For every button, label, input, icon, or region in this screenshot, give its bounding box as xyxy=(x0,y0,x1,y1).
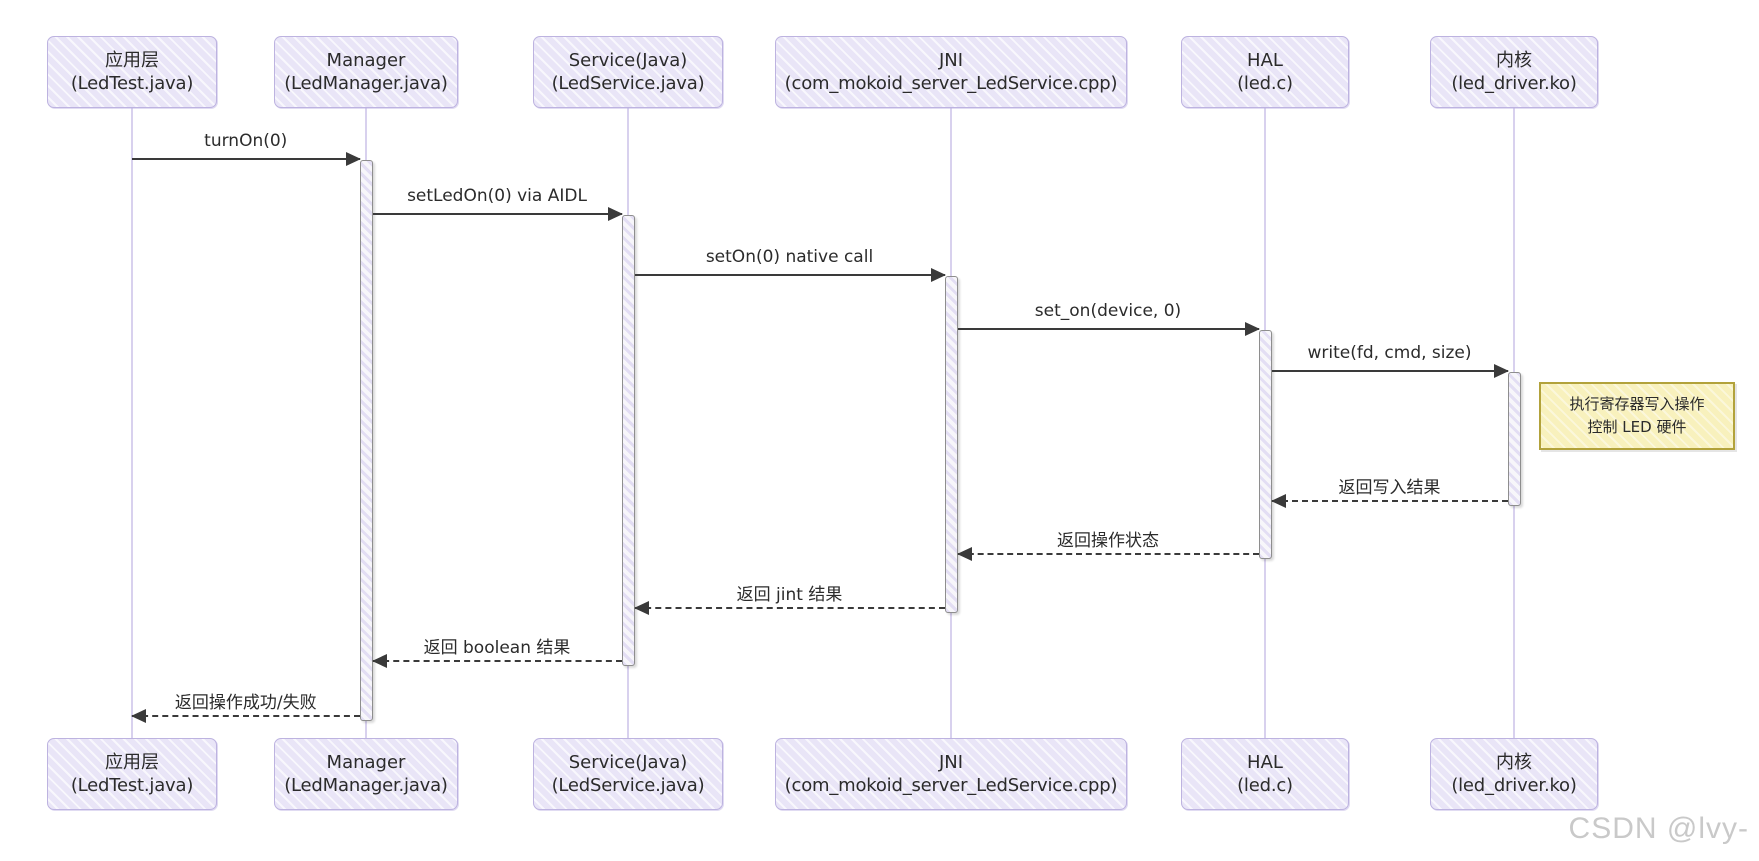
participant-file: (LedManager.java) xyxy=(284,775,448,796)
participant-name: Service(Java) xyxy=(568,752,688,773)
participant-name: 应用层 xyxy=(105,50,159,71)
participant-name: JNI xyxy=(938,752,964,773)
activation-manager xyxy=(359,160,373,721)
message-arrowhead-8 xyxy=(633,601,649,615)
message-arrowhead-10 xyxy=(131,709,146,723)
activation-hal xyxy=(1258,330,1272,559)
lifeline-app xyxy=(131,108,133,738)
participant-kernel-top-box: 内核(led_driver.ko) xyxy=(1430,36,1598,108)
participant-jni-top-box: JNI(com_mokoid_server_LedService.cpp) xyxy=(775,36,1127,108)
participant-name: HAL xyxy=(1247,752,1283,773)
message-arrow-1 xyxy=(132,158,360,160)
participant-file: (LedService.java) xyxy=(551,73,705,94)
message-arrow-6 xyxy=(1271,500,1508,502)
message-label-1: turnOn(0) xyxy=(204,131,288,151)
message-label-2: setLedOn(0) via AIDL xyxy=(407,186,587,206)
participant-name: Manager xyxy=(326,50,406,71)
message-arrowhead-9 xyxy=(371,654,387,668)
message-arrowhead-5 xyxy=(1493,364,1509,378)
activation-service xyxy=(621,215,635,666)
participant-hal-bottom-box: HAL(led.c) xyxy=(1181,738,1349,810)
participant-name: Manager xyxy=(326,752,406,773)
message-arrowhead-2 xyxy=(607,207,623,221)
participant-name: Service(Java) xyxy=(568,50,688,71)
message-arrowhead-6 xyxy=(1270,494,1286,508)
message-label-3: setOn(0) native call xyxy=(705,247,874,267)
participant-file: (LedTest.java) xyxy=(70,775,194,796)
activation-kernel xyxy=(1507,372,1521,506)
message-arrow-10 xyxy=(132,715,360,717)
participant-file: (led_driver.ko) xyxy=(1451,775,1577,796)
participant-name: 内核 xyxy=(1496,752,1532,773)
participant-name: HAL xyxy=(1247,50,1283,71)
participant-file: (LedManager.java) xyxy=(284,73,448,94)
message-label-7: 返回操作状态 xyxy=(1057,531,1159,551)
message-arrow-5 xyxy=(1271,370,1508,372)
participant-hal-top-box: HAL(led.c) xyxy=(1181,36,1349,108)
participant-name: 内核 xyxy=(1496,50,1532,71)
participant-name: 应用层 xyxy=(105,752,159,773)
message-arrow-7 xyxy=(957,553,1259,555)
participant-jni-bottom-box: JNI(com_mokoid_server_LedService.cpp) xyxy=(775,738,1127,810)
message-label-9: 返回 boolean 结果 xyxy=(423,638,571,658)
participant-service-top-box: Service(Java)(LedService.java) xyxy=(533,36,723,108)
participant-service-bottom-box: Service(Java)(LedService.java) xyxy=(533,738,723,810)
participant-file: (led.c) xyxy=(1237,73,1293,94)
message-arrow-4 xyxy=(957,328,1259,330)
participant-file: (com_mokoid_server_LedService.cpp) xyxy=(784,775,1118,796)
message-arrowhead-1 xyxy=(345,152,361,166)
participant-app-top-box: 应用层(LedTest.java) xyxy=(47,36,217,108)
message-arrow-3 xyxy=(634,274,945,276)
participant-app-bottom-box: 应用层(LedTest.java) xyxy=(47,738,217,810)
note-line-2: 控制 LED 硬件 xyxy=(1587,418,1687,436)
participant-file: (com_mokoid_server_LedService.cpp) xyxy=(784,73,1118,94)
message-arrow-9 xyxy=(372,660,622,662)
participant-file: (LedService.java) xyxy=(551,775,705,796)
message-arrow-8 xyxy=(634,607,945,609)
message-label-10: 返回操作成功/失败 xyxy=(174,693,317,713)
participant-file: (led_driver.ko) xyxy=(1451,73,1577,94)
message-label-6: 返回写入结果 xyxy=(1338,478,1441,498)
note-line-1: 执行寄存器写入操作 xyxy=(1569,395,1705,413)
participant-file: (led.c) xyxy=(1237,775,1293,796)
note-box: 执行寄存器写入操作 控制 LED 硬件 xyxy=(1539,382,1735,450)
message-label-8: 返回 jint 结果 xyxy=(736,585,843,605)
message-label-5: write(fd, cmd, size) xyxy=(1307,343,1472,363)
watermark: CSDN @lvy- xyxy=(1568,812,1749,845)
activation-jni xyxy=(944,276,958,613)
participant-kernel-bottom-box: 内核(led_driver.ko) xyxy=(1430,738,1598,810)
message-arrowhead-4 xyxy=(1244,322,1260,336)
participant-manager-top-box: Manager(LedManager.java) xyxy=(274,36,458,108)
participant-name: JNI xyxy=(938,50,964,71)
message-arrow-2 xyxy=(372,213,622,215)
participant-manager-bottom-box: Manager(LedManager.java) xyxy=(274,738,458,810)
message-arrowhead-3 xyxy=(930,268,946,282)
participant-file: (LedTest.java) xyxy=(70,73,194,94)
message-label-4: set_on(device, 0) xyxy=(1034,301,1182,321)
message-arrowhead-7 xyxy=(956,547,972,561)
